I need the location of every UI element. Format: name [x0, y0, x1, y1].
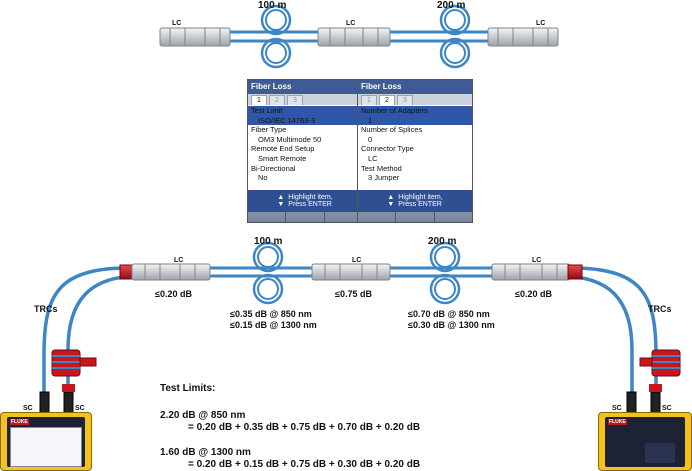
top-spool-2 [439, 4, 471, 69]
screen-tab-1[interactable]: 1 [361, 95, 377, 105]
screen-hint: ▲▼ Highlight item,Press ENTER [248, 190, 362, 212]
bottom-chain: LC LC LC 100 m 200 m ≤0.20 dB ≤0.75 dB ≤… [23, 236, 681, 415]
top-lc-label: LC [172, 20, 181, 27]
setting-value[interactable]: ISO/IEC 14763-3 [248, 115, 362, 126]
hint-text: Highlight item,Press ENTER [398, 194, 443, 208]
screen-title: Fiber Loss [248, 80, 362, 94]
limit-1300: 1.60 dB @ 1300 nm [160, 447, 251, 458]
screen-tab-1[interactable]: 1 [251, 95, 267, 105]
limit-850-sum: = 0.20 dB + 0.35 dB + 0.75 dB + 0.70 dB … [188, 422, 420, 433]
setting-value[interactable]: LC [368, 153, 378, 163]
adapter-loss-label: ≤0.20 dB [155, 289, 192, 299]
test-limits: Test Limits: 2.20 dB @ 850 nm = 0.20 dB … [160, 383, 420, 470]
setting-label[interactable]: Fiber Type [251, 125, 287, 135]
adapter-loss-label: ≤0.20 dB [515, 289, 552, 299]
setting-value[interactable]: OM3 Multimode 50 [258, 134, 322, 144]
bottom-connector-right [491, 263, 583, 281]
trc-cable-left-outer [42, 266, 141, 405]
fiber-loss-screen-tab1: Fiber Loss 1 2 3 Test Limit ISO/IEC 1476… [247, 79, 363, 223]
setting-label[interactable]: Connector Type [361, 144, 414, 154]
softkey-3[interactable] [324, 212, 362, 222]
main-tester-device: FLUKE [0, 412, 92, 471]
bottom-lc-label: LC [532, 257, 541, 264]
top-spool-label: 200 m [437, 0, 465, 11]
limit-850: 2.20 dB @ 850 nm [160, 410, 245, 421]
trc-cable-right-outer [559, 266, 658, 405]
spool2-loss-850: ≤0.70 dB @ 850 nm [408, 309, 490, 319]
up-down-arrow-icon: ▲▼ [387, 194, 395, 208]
screen-body: Test Limit ISO/IEC 14763-3 Fiber Type OM… [248, 105, 362, 190]
bottom-connector-mid [311, 263, 391, 281]
screen-title: Fiber Loss [358, 80, 472, 94]
setting-label[interactable]: Number of Adapters [358, 106, 472, 116]
spool2-loss-1300: ≤0.30 dB @ 1300 nm [408, 320, 495, 330]
trcs-label-right: TRCs [648, 304, 672, 314]
setting-value[interactable]: 3 Jumper [368, 173, 400, 183]
device-logo: FLUKE [10, 419, 29, 425]
spool1-loss-1300: ≤0.15 dB @ 1300 nm [230, 320, 317, 330]
spool1-loss-850: ≤0.35 dB @ 850 nm [230, 309, 312, 319]
mandrel-right [639, 349, 681, 377]
softkey-2[interactable] [286, 212, 325, 222]
sc-label: SC [23, 405, 33, 412]
bottom-spool-label: 100 m [254, 236, 282, 247]
screen-tab-2[interactable]: 2 [269, 95, 285, 105]
screen-tab-3[interactable]: 3 [397, 95, 413, 105]
hint-text: Highlight item,Press ENTER [288, 194, 333, 208]
softkey-2[interactable] [396, 212, 435, 222]
top-connector-mid [317, 27, 391, 47]
screen-tab-3[interactable]: 3 [287, 95, 303, 105]
bottom-lc-label: LC [352, 257, 361, 264]
mandrel-left [51, 349, 97, 377]
softkey-1[interactable] [358, 212, 397, 222]
trc-cable-right-inner [559, 274, 634, 405]
adapter-loss-label: ≤0.75 dB [335, 289, 372, 299]
softkey-bar [248, 212, 362, 222]
top-connector-right [487, 27, 559, 47]
setting-value[interactable]: No [258, 173, 268, 183]
device-screen [10, 427, 82, 467]
status-lights [645, 443, 675, 463]
top-chain: LC LC LC 100 m 200 m [159, 0, 559, 69]
screen-tabs: 1 2 3 [248, 94, 362, 105]
trcs-label-left: TRCs [34, 304, 58, 314]
trc-cable-left-inner [66, 274, 141, 405]
softkey-3[interactable] [434, 212, 472, 222]
remote-tester-device: FLUKE [598, 412, 692, 471]
sc-label: SC [612, 405, 622, 412]
sc-label: SC [662, 405, 672, 412]
screen-tabs: 1 2 3 [358, 94, 472, 105]
setting-value[interactable]: 0 [368, 134, 373, 144]
softkey-bar [358, 212, 472, 222]
sc-label: SC [75, 405, 85, 412]
top-spool-label: 100 m [258, 0, 286, 11]
top-connector-left [159, 27, 231, 47]
screen-body: Number of Adapters 1 Number of Splices 0… [358, 105, 472, 190]
bottom-connector-left [119, 263, 211, 281]
up-down-arrow-icon: ▲▼ [277, 194, 285, 208]
bottom-spool-label: 200 m [428, 236, 456, 247]
bottom-spool-1 [252, 241, 284, 305]
device-logo: FLUKE [608, 419, 627, 425]
screen-tab-2[interactable]: 2 [379, 95, 395, 105]
top-lc-label: LC [536, 20, 545, 27]
setting-value[interactable]: 1 [358, 115, 472, 126]
bottom-spool-2 [429, 241, 461, 305]
setting-label[interactable]: Number of Splices [361, 125, 423, 135]
bottom-lc-label: LC [174, 257, 183, 264]
softkey-1[interactable] [248, 212, 287, 222]
setting-value[interactable]: Smart Remote [258, 153, 307, 163]
setting-label[interactable]: Test Limit [248, 106, 362, 116]
screen-hint: ▲▼ Highlight item,Press ENTER [358, 190, 472, 212]
setting-label[interactable]: Test Method [361, 163, 402, 173]
test-limits-heading: Test Limits: [160, 383, 215, 394]
top-spool-1 [260, 4, 292, 69]
top-lc-label: LC [346, 20, 355, 27]
setting-label[interactable]: Bi-Directional [251, 163, 296, 173]
setting-label[interactable]: Remote End Setup [251, 144, 315, 154]
limit-1300-sum: = 0.20 dB + 0.15 dB + 0.75 dB + 0.30 dB … [188, 459, 420, 470]
fiber-loss-screen-tab2: Fiber Loss 1 2 3 Number of Adapters 1 Nu… [357, 79, 473, 223]
